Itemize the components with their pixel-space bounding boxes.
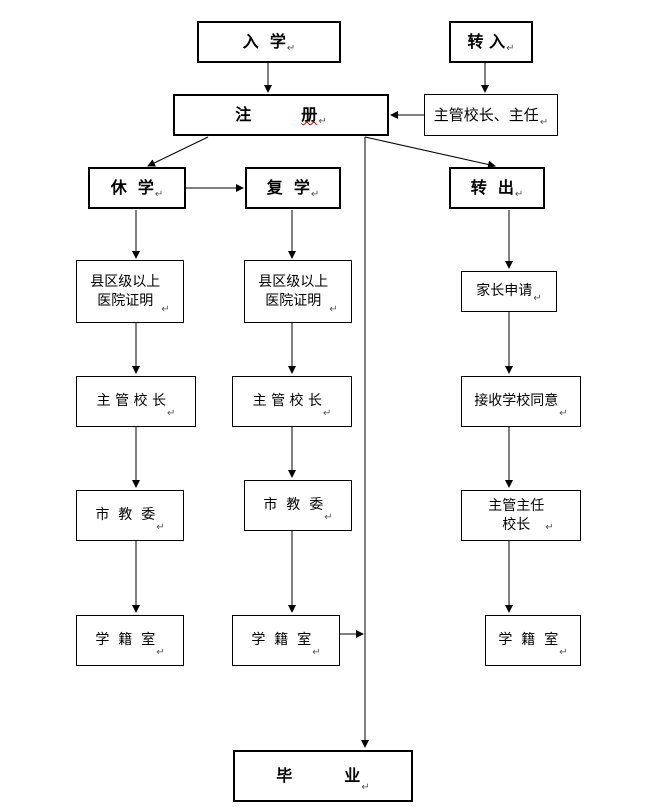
node-xiu-hospital-label: 县区级以上 医院证明 (90, 273, 161, 309)
paragraph-mark: ↵ (329, 303, 338, 315)
node-xiu-zhuguan-label: 主 管 校 长 (96, 393, 166, 410)
node-xiu-zhuguan: 主 管 校 长↵ (76, 376, 196, 427)
paragraph-mark: ↵ (545, 521, 554, 533)
node-xiuxue: 休 学↵ (88, 167, 186, 209)
node-fu-xuejishi: 学 籍 室↵ (232, 615, 340, 666)
paragraph-mark: ↵ (310, 188, 320, 200)
node-fuxue-label: 复 学 (266, 178, 310, 198)
paragraph-mark: ↵ (161, 303, 170, 315)
paragraph-mark: ↵ (559, 646, 568, 658)
node-xiu-xuejishi: 学 籍 室↵ (76, 615, 184, 666)
node-fu-shijiaowei-label: 市 教 委 (263, 497, 324, 514)
node-fu-zhuguan-label: 主 管 校 长 (252, 393, 322, 410)
paragraph-mark: ↵ (361, 781, 370, 793)
paragraph-mark: ↵ (506, 42, 515, 54)
node-zhuguan-zhuren-label: 主管校长、主任 (433, 105, 539, 124)
node-xiu-shijiaowei-label: 市 教 委 (95, 507, 156, 524)
node-biye-label-a: 毕 (276, 766, 293, 786)
node-biye: 毕 业↵ (233, 750, 413, 802)
paragraph-mark: ↵ (318, 115, 327, 127)
node-chu-xuejishi: 学 籍 室↵ (485, 615, 581, 666)
node-xiu-shijiaowei: 市 教 委↵ (76, 490, 184, 541)
paragraph-mark: ↵ (322, 407, 332, 419)
paragraph-mark: ↵ (539, 116, 549, 128)
node-jieshou: 接收学校同意↵ (461, 376, 581, 427)
paragraph-mark: ↵ (166, 407, 176, 419)
node-xiu-hospital: 县区级以上 医院证明↵ (76, 260, 184, 323)
node-jieshou-label: 接收学校同意 (474, 393, 559, 410)
node-biye-label-b: 业 (344, 766, 361, 786)
node-zhuanchu: 转 出↵ (449, 167, 545, 209)
paragraph-mark: ↵ (533, 292, 542, 304)
paragraph-mark: ↵ (514, 188, 524, 200)
node-zhuce-label-b: 册 (301, 105, 318, 125)
arrow-zhuce-to-xiuxue (147, 136, 209, 167)
node-chu-zhuguan-label: 主管主任 校长 (488, 497, 545, 533)
paragraph-mark: ↵ (156, 521, 165, 533)
node-zhuce-label-a: 注 (235, 105, 252, 125)
node-chu-zhuguan: 主管主任 校长↵ (461, 490, 581, 541)
paragraph-mark: ↵ (154, 188, 164, 200)
node-fu-shijiaowei: 市 教 委↵ (244, 480, 352, 531)
node-zhuanru: 转 入↵ (449, 21, 533, 63)
paragraph-mark: ↵ (324, 511, 333, 523)
node-ruxue-label: 入 学 (242, 32, 286, 52)
paragraph-mark: ↵ (156, 646, 165, 658)
node-jiazhang: 家长申请↵ (461, 271, 557, 312)
node-xiu-xuejishi-label: 学 籍 室 (95, 632, 156, 649)
node-zhuanru-label: 转 入 (467, 32, 506, 52)
node-zhuce: 注 册↵ (173, 94, 389, 136)
node-chu-xuejishi-label: 学 籍 室 (498, 632, 559, 649)
node-fu-zhuguan: 主 管 校 长↵ (232, 376, 352, 427)
node-jiazhang-label: 家长申请 (476, 283, 533, 300)
node-fu-hospital-label: 县区级以上 医院证明 (258, 273, 329, 309)
node-fuxue: 复 学↵ (245, 167, 341, 209)
node-ruxue: 入 学↵ (197, 21, 341, 63)
paragraph-mark: ↵ (559, 407, 568, 419)
node-fu-xuejishi-label: 学 籍 室 (251, 632, 312, 649)
paragraph-mark: ↵ (312, 646, 321, 658)
node-xiuxue-label: 休 学 (110, 178, 154, 198)
paragraph-mark: ↵ (286, 42, 296, 54)
arrow-zhuce-to-zhuanchu (364, 136, 496, 169)
node-fu-hospital: 县区级以上 医院证明↵ (244, 260, 352, 323)
node-zhuanchu-label: 转 出 (470, 178, 514, 198)
node-zhuguan-zhuren: 主管校长、主任↵ (424, 94, 558, 136)
